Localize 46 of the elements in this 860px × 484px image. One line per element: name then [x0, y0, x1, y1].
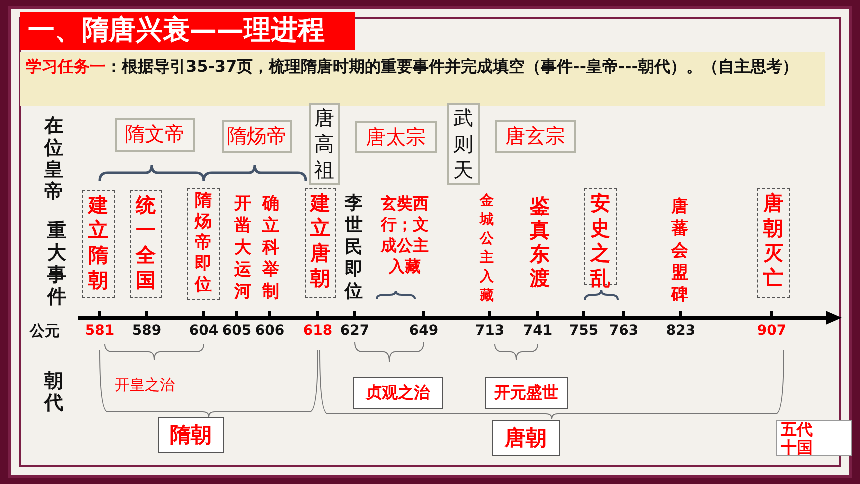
- event-label: 唐蕃会盟碑: [670, 196, 690, 306]
- event-box: 统一全国: [130, 190, 162, 298]
- year-label: 606: [254, 323, 286, 339]
- dynasty-box: 五代十国: [776, 420, 852, 456]
- year-label: 627: [339, 323, 371, 339]
- year-label: 581: [84, 323, 116, 339]
- year-label: 589: [131, 323, 163, 339]
- emperor-box: 唐高祖: [309, 103, 340, 185]
- emperor-box: 隋文帝: [115, 118, 195, 152]
- year-label: 755: [568, 323, 600, 339]
- event-label: 金城公主入藏: [478, 192, 495, 306]
- row-heading: 在位皇帝: [43, 115, 64, 203]
- event-box: 隋炀帝即位: [187, 188, 220, 300]
- emperor-box: 唐太宗: [355, 121, 437, 153]
- year-label: 907: [756, 323, 788, 339]
- year-label: 823: [665, 323, 697, 339]
- event-label: 确立科举制: [261, 193, 280, 303]
- year-label: 604: [188, 323, 220, 339]
- task-banner: [20, 52, 825, 106]
- event-box: 唐朝灭亡: [757, 188, 790, 298]
- year-label: 713: [474, 323, 506, 339]
- year-label: 741: [522, 323, 554, 339]
- emperor-box: 隋炀帝: [222, 120, 292, 153]
- row-heading: 重大事件: [46, 220, 68, 308]
- period-box: 贞观之治: [353, 377, 443, 409]
- year-label: 618: [302, 323, 334, 339]
- event-box: 建立唐朝: [305, 188, 336, 298]
- emperor-box: 武则天: [447, 103, 480, 185]
- emperor-box: 唐玄宗: [495, 120, 576, 153]
- dynasty-box: 唐朝: [492, 420, 560, 456]
- event-label: 玄奘西行；文成公主入藏: [380, 193, 430, 277]
- event-label: 开凿大运河: [233, 193, 252, 303]
- row-heading: 朝代: [43, 370, 64, 414]
- dynasty-box: 隋朝: [158, 417, 224, 453]
- task-text: ：根据导引35-37页，梳理隋唐时期的重要事件并完成填空（事件--皇帝---朝代）。（自主思考）: [106, 57, 798, 76]
- event-box: 建立隋朝: [82, 190, 115, 298]
- period-label: 开皇之治: [115, 376, 176, 395]
- year-label: 763: [608, 323, 640, 339]
- year-label: 649: [408, 323, 440, 339]
- event-label: 鉴真东渡: [528, 194, 551, 290]
- year-label: 605: [221, 323, 253, 339]
- title-banner: 一、隋唐兴衰——理进程: [20, 12, 355, 50]
- event-label: 李世民即位: [344, 193, 364, 303]
- task-heading: 学习任务一: [26, 57, 106, 76]
- axis-label: 公元: [30, 322, 61, 341]
- period-box: 开元盛世: [485, 377, 568, 409]
